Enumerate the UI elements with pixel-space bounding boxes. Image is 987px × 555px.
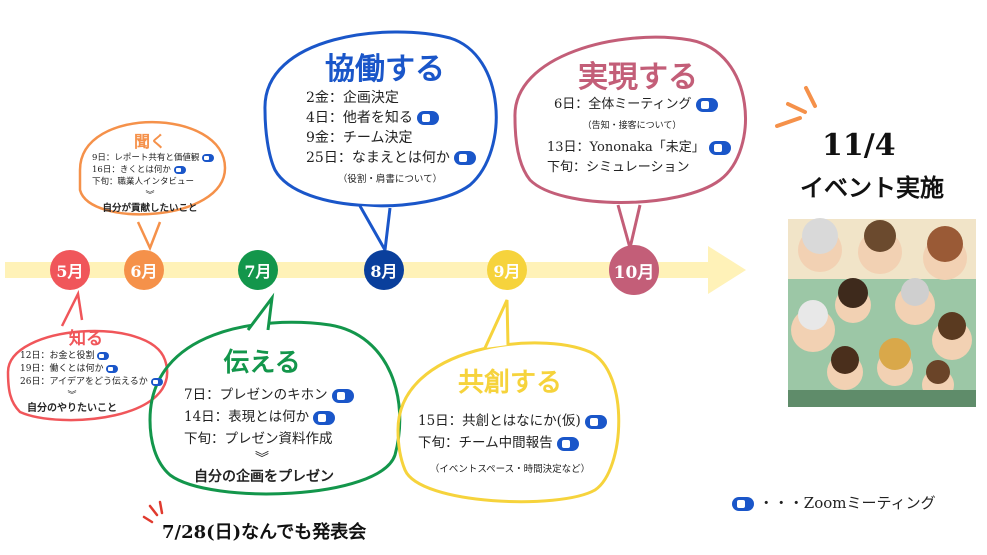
double-chevron-icon: ︾ [255, 451, 269, 467]
zoom-icon [150, 377, 163, 386]
shiru-result: 自分のやりたいこと [27, 403, 117, 414]
zoom-icon [708, 140, 731, 155]
bubble-kyoso-tail [483, 299, 510, 349]
shiru-list: 12日：お金と役割 19日：働くとは何か 26日：アイデアをどう伝えるか [20, 350, 163, 389]
shiru-item: 12日：お金と役割 [20, 350, 163, 363]
presentation-accent-strokes [142, 500, 164, 524]
month-july: 7月 [238, 250, 278, 290]
kiku-title: 聞く [133, 132, 167, 151]
double-chevron-icon: ︾ [145, 191, 155, 201]
zoom-icon [556, 436, 579, 451]
tsutaeru-result: 自分の企画をプレゼン [194, 469, 334, 485]
jitsugen-item: 6日：全体ミーティング [554, 96, 718, 114]
zoom-icon [173, 165, 186, 174]
kyodo-list: 2金：企画決定 4日：他者を知る 9金：チーム決定 25日：なまえとは何か [306, 88, 476, 168]
zoom-icon [202, 153, 215, 162]
timeline-bar [5, 262, 710, 278]
tsutaeru-item: 14日：表現とは何か [184, 406, 354, 428]
kyoso-item: 15日：共創とはなにか(仮) [418, 410, 607, 432]
jitsugen-list-2: 13日：Yononaka「未定」 下旬：シミュレーション [547, 138, 731, 178]
people-illustration [788, 218, 976, 407]
shiru-title: 知る [69, 329, 103, 349]
bubble-kyoso [396, 341, 621, 504]
tsutaeru-item: 7日：プレゼンのキホン [184, 384, 354, 406]
zoom-icon [313, 410, 336, 425]
tsutaeru-title: 伝える [223, 348, 301, 378]
kiku-list: 9日：レポート共有と価値観 16日：きくとは何か 下旬：職業人インタビュー [92, 152, 215, 188]
month-september: 9月 [487, 250, 527, 290]
zoom-icon [732, 497, 754, 511]
bubble-shiru [6, 329, 169, 422]
zoom-icon [584, 414, 607, 429]
bubble-kiku [78, 121, 227, 216]
kyodo-item: 25日：なまえとは何か [306, 148, 476, 168]
kyodo-note: （役割・肩書について） [337, 174, 443, 185]
bubble-kiku-tail [136, 221, 162, 252]
kyodo-item: 9金：チーム決定 [306, 130, 413, 146]
month-october: 10月 [609, 245, 659, 295]
zoom-icon [331, 388, 354, 403]
zoom-icon [695, 97, 718, 112]
zoom-icon [106, 364, 119, 373]
jitsugen-note: （告知・接客について） [582, 121, 682, 131]
tsutaeru-list: 7日：プレゼンのキホン 14日：表現とは何か 下旬：プレゼン資料作成 [184, 384, 354, 450]
kyodo-item: 4日：他者を知る [306, 108, 476, 128]
bubble-jitsugen [513, 35, 747, 204]
month-june: 6月 [124, 250, 164, 290]
bubble-kyodo-tail [358, 205, 392, 255]
shiru-item: 26日：アイデアをどう伝えるか [20, 376, 163, 389]
jitsugen-title: 実現する [578, 60, 698, 95]
kyodo-item: 2金：企画決定 [306, 90, 399, 106]
bubble-shiru-tail [60, 289, 84, 327]
kiku-item: 16日：きくとは何か [92, 164, 214, 176]
tsutaeru-item: 下旬：プレゼン資料作成 [184, 431, 333, 447]
event-accent-strokes [775, 86, 817, 128]
kyoso-list: 15日：共創とはなにか(仮) 下旬：チーム中間報告 [418, 410, 607, 454]
jitsugen-list: 6日：全体ミーティング [554, 96, 718, 114]
jitsugen-item: 下旬：シミュレーション [547, 160, 690, 175]
event-label: イベント実施 [800, 173, 944, 202]
zoom-icon [416, 111, 439, 125]
double-chevron-icon: ︾ [67, 391, 77, 401]
kiku-item: 9日：レポート共有と価値観 [92, 152, 215, 164]
kiku-result: 自分が貢献したいこと [102, 203, 198, 214]
bubble-kyodo [263, 30, 498, 208]
kyodo-title: 協働する [325, 52, 445, 87]
bubble-tsutaeru-tail [246, 292, 275, 331]
legend-dots: ・・・ [758, 494, 804, 512]
zoom-icon [453, 151, 476, 165]
month-august: 8月 [364, 250, 404, 290]
kyoso-title: 共創する [457, 368, 563, 398]
bubble-jitsugen-tail [616, 204, 642, 249]
shiru-item: 19日：働くとは何か [20, 363, 163, 376]
kyoso-item: 下旬：チーム中間報告 [418, 432, 607, 454]
kyoso-note: （イベントスペース・時間決定など） [429, 464, 591, 475]
kiku-item: 下旬：職業人インタビュー [92, 177, 195, 187]
legend: ・・・Zoomミーティング [732, 492, 936, 513]
jitsugen-item: 13日：Yononaka「未定」 [547, 138, 731, 158]
zoom-icon [97, 351, 110, 360]
event-date: 11/4 [822, 128, 896, 163]
timeline-arrowhead [708, 246, 746, 294]
presentation-day: 7/28(日)なんでも発表会 [162, 522, 367, 543]
legend-label: Zoomミーティング [803, 494, 936, 512]
month-may: 5月 [50, 250, 90, 290]
